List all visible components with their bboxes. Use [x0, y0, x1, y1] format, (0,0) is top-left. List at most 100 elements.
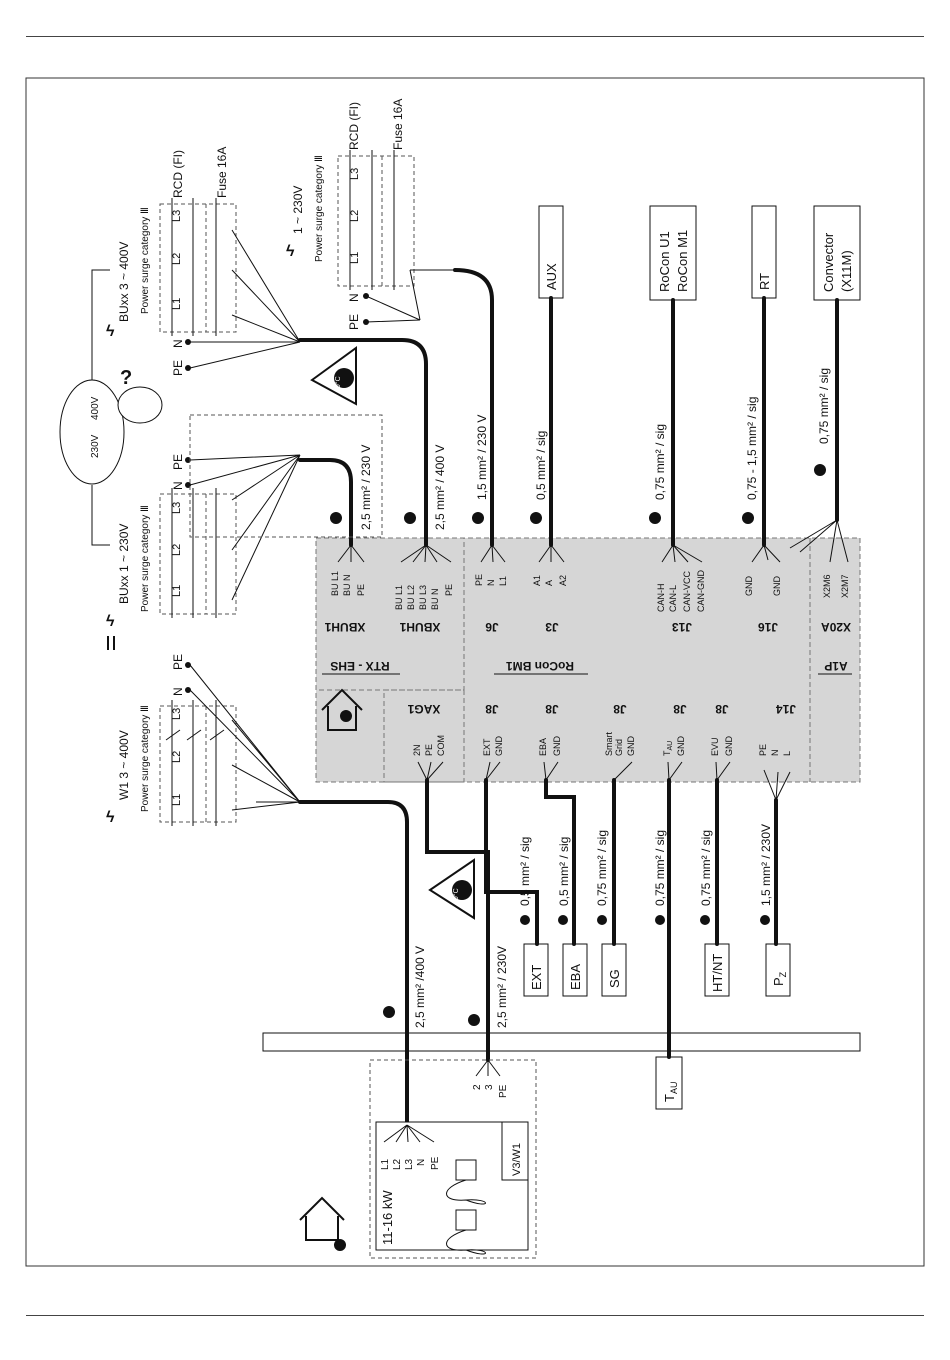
w1-label: W1 3 ~ 400V [117, 730, 131, 800]
j14-label: J14 [776, 702, 796, 716]
term-j6-n: N [486, 580, 496, 587]
term-eba: EBA [538, 738, 548, 756]
heat-warning-top: 90°C [310, 346, 357, 406]
spec-j3: 0,5 mm² / sig [534, 431, 548, 500]
voltage-thought-bubble [59, 379, 125, 485]
svg-text:90°C: 90°C [334, 376, 342, 392]
term-sg-gnd: GND [626, 736, 636, 757]
control-box-bg [315, 537, 861, 783]
od-l3: L3 [404, 1158, 415, 1170]
term-bu-l3: BU L3 [418, 585, 428, 610]
sg-box [601, 943, 627, 997]
rtx-ehs-label: RTX - EHS [330, 659, 389, 673]
buxx230-l2: L2 [171, 544, 183, 556]
term-evu-gnd: GND [724, 736, 734, 757]
lightning-icon-buxx230: ϟ [106, 613, 115, 630]
xbuh1-label-b: XBUH1 [399, 620, 440, 634]
buxx-400-rcd-label: RCD (FI) [171, 150, 185, 198]
supply-230-rcd-label: RCD (FI) [347, 102, 361, 150]
buxx230-l3: L3 [171, 502, 183, 514]
spec-x20a: 0,75 mm² / sig [817, 368, 831, 444]
spec-w1-400: 2,5 mm² /400 V [413, 946, 427, 1028]
xag1-label: XAG1 [407, 702, 440, 716]
rocon-box [649, 205, 697, 301]
spec-j16: 0,75 - 1,5 mm² / sig [745, 397, 759, 500]
cable-ext [484, 778, 539, 946]
question-mark: ? [120, 367, 132, 389]
xbuh1-label-a: XBUH1 [324, 620, 365, 634]
term-pe-b: PE [444, 584, 454, 596]
term-eba-gnd: GND [552, 736, 562, 757]
term-j6-l1: L1 [498, 576, 508, 586]
rt-label: RT [757, 273, 772, 290]
cable-w1-400 [298, 800, 409, 1127]
j8-ext-label: J8 [485, 702, 499, 716]
buxx-400-n: N [171, 339, 185, 348]
j8-tau-label: J8 [673, 702, 687, 716]
buxx-230-psc-label: Power surge category Ⅲ [140, 505, 151, 612]
cable-icons [330, 464, 826, 1026]
control-box [315, 537, 861, 783]
term-can-l: CAN-L [668, 585, 678, 612]
j16-label: J16 [758, 620, 778, 634]
tau-box-label: TAU [662, 1082, 679, 1102]
buxx400-l2: L2 [171, 253, 183, 265]
lightning-icon-buxx400: ϟ [106, 323, 115, 340]
term-smart: Smart [604, 731, 614, 756]
term-x2m7: X2M7 [840, 574, 850, 598]
supply-230-pe: PE [347, 314, 361, 330]
convector-sub-label: (X11M) [839, 250, 854, 292]
supply-230-label: 1 ~ 230V [291, 186, 305, 234]
term-ext-gnd: GND [494, 736, 504, 757]
outdoor-unit [369, 1059, 537, 1259]
buxx-400-fuse-label: Fuse 16A [215, 147, 229, 198]
term-j14-pe: PE [758, 744, 768, 756]
term-can-gnd: CAN-GND [696, 570, 706, 612]
s230-l3: L3 [349, 168, 361, 180]
term-a: A [544, 580, 554, 586]
term-2n: 2N [412, 744, 422, 756]
diagram-frame [25, 77, 925, 1267]
heat-warning-bottom: 90°C [428, 858, 475, 920]
j6-label: J6 [485, 620, 499, 634]
buxx-400-supply [159, 198, 301, 371]
ext-box [523, 943, 549, 997]
term-pe-a: PE [356, 584, 366, 596]
j8-evu-label: J8 [715, 702, 729, 716]
s230-l1: L1 [349, 252, 361, 264]
s230-l2: L2 [349, 210, 361, 222]
buxx-230-label: BUxx 1 ~ 230V [117, 524, 131, 604]
spec-eba: 0,5 mm² / sig [557, 837, 571, 906]
rocon-bm1-label: RoCon BM1 [506, 659, 574, 673]
lightning-icon-w1: ϟ [106, 809, 115, 826]
j8-eba-label: J8 [545, 702, 559, 716]
j13-label: J13 [672, 620, 692, 634]
term-a1: A1 [532, 575, 542, 586]
bubble-230v: 230V [90, 434, 101, 458]
spec-xbuh1-230: 2,5 mm² / 230 V [359, 445, 373, 530]
spec-j6: 1,5 mm² / 230 V [475, 415, 489, 500]
term-grid: Grid [614, 739, 624, 756]
term-tau-gnd: GND [676, 736, 686, 757]
term-can-vcc: CAN-VCC [682, 570, 692, 612]
term-ext: EXT [482, 738, 492, 756]
od-term-3: 3 [484, 1084, 495, 1090]
person-icon [117, 386, 163, 424]
outdoor-kw-label: 11-16 kW [380, 1190, 395, 1245]
x20a-label: X20A [821, 620, 851, 634]
bubble-arrows [91, 269, 110, 546]
sg-box-label: SG [607, 969, 622, 988]
buxx400-l1: L1 [171, 298, 183, 310]
htnt-box-label: HT/NT [710, 954, 725, 992]
term-can-h: CAN-H [656, 584, 666, 613]
spec-tau: 0,75 mm² / sig [653, 830, 667, 906]
j3-label: J3 [545, 620, 559, 634]
supply-230-fuse-label: Fuse 16A [391, 99, 405, 150]
term-evu: EVU [710, 737, 720, 756]
cable-j6 [453, 268, 494, 547]
w1-n: N [171, 687, 185, 696]
lightning-icon-230: ϟ [286, 243, 295, 260]
pz-box [765, 943, 791, 997]
bubble-400v: 400V [90, 396, 101, 420]
cable-eba [544, 778, 576, 946]
